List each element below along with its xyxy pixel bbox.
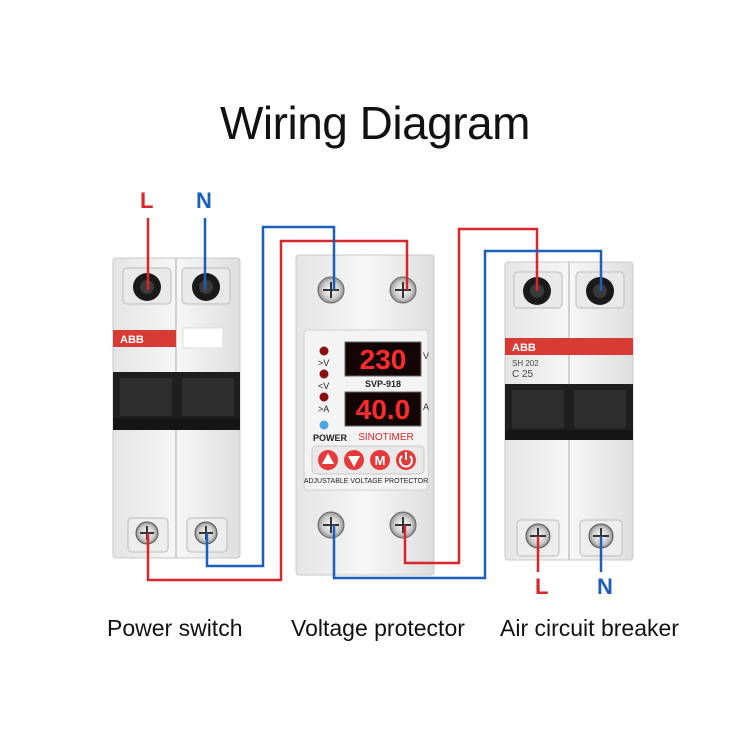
left-brand-logo: ABB <box>120 334 144 346</box>
left-brand-strip <box>113 330 176 347</box>
voltage-unit: V <box>423 351 429 361</box>
power-label: POWER <box>313 433 348 443</box>
voltage-display <box>344 341 422 377</box>
power-indicator <box>319 420 329 430</box>
voltage-protector-device: >V <V >A POWER 230 V SVP-918 40.0 A SINO… <box>295 254 435 576</box>
over-voltage-label: >V <box>318 358 329 368</box>
right-rating-text: C 25 <box>512 369 534 380</box>
model-label: SVP-918 <box>365 379 401 389</box>
wire-switch-to-protector-live <box>146 239 409 582</box>
wire-switch-to-protector-neutral <box>205 225 336 568</box>
center-bottom-terminal-n <box>317 511 345 539</box>
power-switch-device: ABB <box>112 257 241 559</box>
air-circuit-breaker-caption: Air circuit breaker <box>500 615 679 641</box>
over-current-indicator <box>319 392 329 402</box>
voltage-readout: 230 <box>360 344 407 375</box>
right-brand-logo: ABB <box>512 342 536 354</box>
left-neutral-label: N <box>196 188 212 213</box>
right-neutral-label: N <box>597 574 613 599</box>
left-live-label: L <box>140 188 154 213</box>
current-unit: A <box>423 402 429 412</box>
power-button <box>396 450 416 470</box>
wire-protector-to-breaker-neutral <box>332 249 603 580</box>
down-button <box>344 450 364 470</box>
current-readout: 40.0 <box>356 394 411 425</box>
diagram-title: Wiring Diagram <box>220 97 530 149</box>
center-bottom-terminal-l <box>389 511 417 539</box>
under-voltage-indicator <box>319 369 329 379</box>
center-top-terminal-l <box>389 276 417 304</box>
over-voltage-indicator <box>319 346 329 356</box>
power-icon <box>399 455 413 468</box>
voltage-protector-caption: Voltage protector <box>291 615 465 641</box>
current-display <box>344 391 422 427</box>
power-switch-caption: Power switch <box>107 615 243 641</box>
over-current-label: >A <box>318 404 329 414</box>
up-arrow-icon <box>322 453 334 464</box>
down-arrow-icon <box>348 456 360 467</box>
center-top-terminal-n <box>317 276 345 304</box>
right-live-label: L <box>535 574 549 599</box>
right-brand-strip <box>505 338 633 355</box>
air-circuit-breaker-device: ABB SH 202 C 25 <box>504 261 634 561</box>
protector-footer: ADJUSTABLE VOLTAGE PROTECTOR <box>304 478 428 485</box>
mode-button-label: M <box>375 453 386 468</box>
right-model-text: SH 202 <box>512 359 539 368</box>
protector-brand: SINOTIMER <box>358 432 414 443</box>
under-voltage-label: <V <box>318 381 329 391</box>
wire-protector-to-breaker-live <box>403 227 539 565</box>
mode-button: M <box>370 450 390 470</box>
up-button <box>318 450 338 470</box>
